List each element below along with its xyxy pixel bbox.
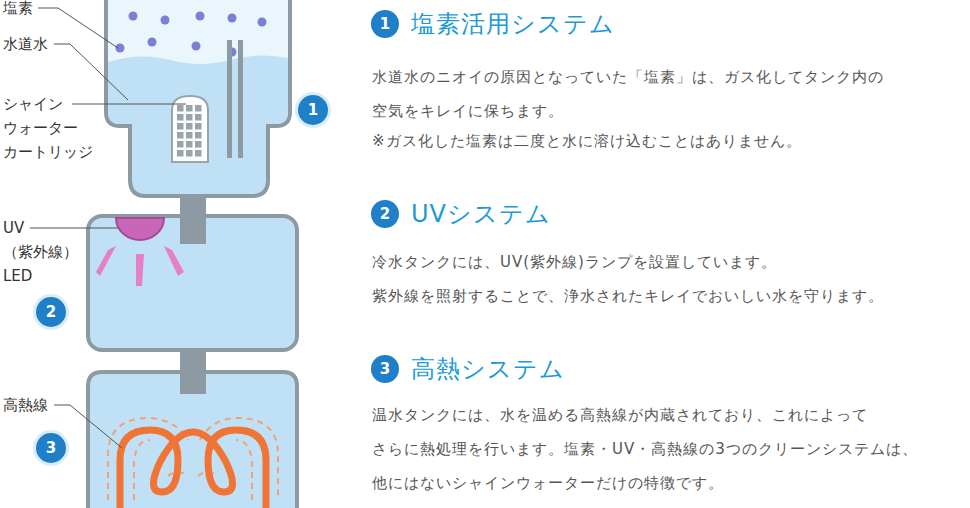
part-label: UV （紫外線） LED xyxy=(3,216,87,288)
number-badge: 1 xyxy=(371,10,399,38)
chlorine-dots xyxy=(116,12,267,57)
callout-number: 1 xyxy=(298,95,328,125)
uv-rays xyxy=(96,246,184,286)
heating-wire xyxy=(120,430,266,508)
heading-text: 高熱システム xyxy=(411,353,565,385)
note-text: ※ガス化した塩素は二度と水に溶け込むことはありません。 xyxy=(372,124,962,158)
part-label: 高熱線 xyxy=(3,393,63,417)
heading-text: UVシステム xyxy=(411,198,551,230)
uv-led xyxy=(116,218,164,240)
part-label: 塩素 xyxy=(3,0,63,20)
number-badge: 2 xyxy=(371,200,399,228)
heading-text: 塩素活用システム xyxy=(411,8,615,40)
callout-number: 2 xyxy=(36,297,66,327)
section-heading: 1 塩素活用システム xyxy=(371,8,615,40)
callout-number: 3 xyxy=(36,433,66,463)
section-heading: 3 高熱システム xyxy=(371,353,565,385)
number-badge: 3 xyxy=(36,433,66,463)
number-badge: 2 xyxy=(36,297,66,327)
cartridge xyxy=(172,96,208,162)
number-badge: 3 xyxy=(371,355,399,383)
section-heading: 2 UVシステム xyxy=(371,198,551,230)
body-text: 水道水のニオイの原因となっていた「塩素」は、ガス化してタンク内の 空気をキレイに… xyxy=(372,60,962,128)
body-text: 冷水タンクには、UV(紫外線)ランプを設置しています。 紫外線を照射することで、… xyxy=(372,245,962,313)
number-badge: 1 xyxy=(298,95,328,125)
part-label: 水道水 xyxy=(3,32,63,56)
part-label: シャイン ウォーター カートリッジ xyxy=(3,92,99,164)
body-text: 温水タンクには、水を温める高熱線が内蔵されており、これによって さらに熱処理を行… xyxy=(372,398,962,500)
leader-lines xyxy=(30,8,186,448)
